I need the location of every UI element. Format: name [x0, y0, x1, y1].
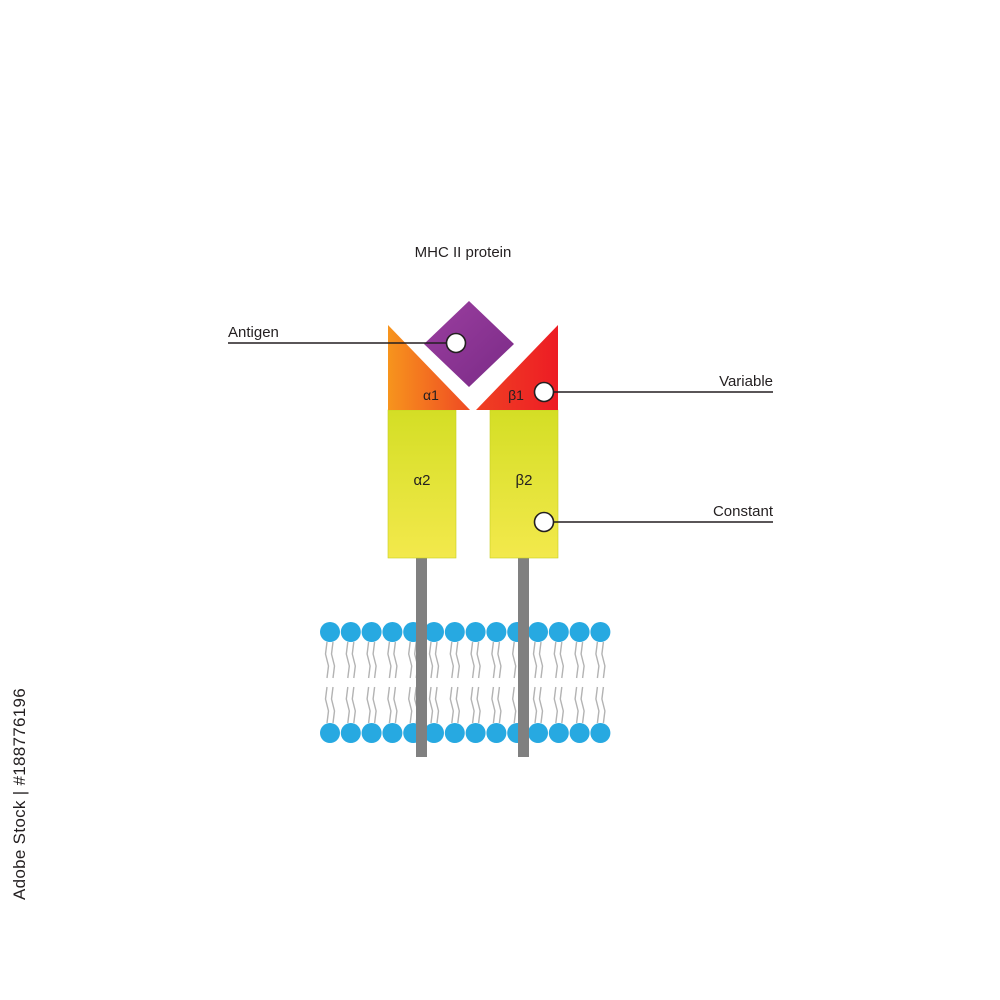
lipid-tail [560, 642, 563, 723]
lipid-tail [332, 642, 335, 723]
lipid-head [590, 622, 610, 642]
lipid-head [466, 723, 486, 743]
lipid-tail [602, 642, 605, 723]
lipid-head [549, 723, 569, 743]
lipid-tail [409, 642, 412, 723]
beta1-label: β1 [508, 387, 524, 403]
diagram-title: MHC II protein [415, 244, 512, 261]
antigen-peptide [424, 301, 514, 387]
beta2-label: β2 [516, 472, 533, 489]
alpha-transmembrane-anchor [416, 557, 427, 757]
lipid-head [549, 622, 569, 642]
lipid-head [570, 622, 590, 642]
lipid-tail [498, 642, 501, 723]
lipid-head [590, 723, 610, 743]
lipid-tail [540, 642, 543, 723]
constant-pointer-dot [535, 513, 554, 532]
lipid-tail [492, 642, 495, 723]
constant-label: Constant [713, 503, 774, 520]
alpha1-label: α1 [423, 387, 439, 403]
lipid-head [486, 723, 506, 743]
antigen-label: Antigen [228, 324, 279, 341]
lipid-tail [477, 642, 480, 723]
lipid-tail [388, 642, 391, 723]
lipid-bilayer [320, 622, 610, 743]
lipid-head [382, 622, 402, 642]
lipid-head [528, 622, 548, 642]
lipid-head [445, 723, 465, 743]
antigen-pointer-dot [447, 334, 466, 353]
lipid-head [341, 622, 361, 642]
variable-label: Variable [719, 373, 773, 390]
alpha2-label: α2 [413, 472, 430, 489]
lipid-tail [352, 642, 355, 723]
stock-image-id: Adobe Stock | #188776196 [10, 688, 30, 900]
lipid-head [362, 723, 382, 743]
lipid-tail [450, 642, 453, 723]
lipid-head [382, 723, 402, 743]
lipid-tail [394, 642, 397, 723]
lipid-tail [456, 642, 459, 723]
lipid-tail [554, 642, 557, 723]
lipid-tail [367, 642, 370, 723]
lipid-head [486, 622, 506, 642]
lipid-head [570, 723, 590, 743]
lipid-tail [373, 642, 376, 723]
variable-pointer-dot [535, 383, 554, 402]
lipid-head [528, 723, 548, 743]
beta-transmembrane-anchor [518, 557, 529, 757]
lipid-tail [575, 642, 578, 723]
lipid-tail [534, 642, 537, 723]
lipid-head [341, 723, 361, 743]
lipid-tail [596, 642, 599, 723]
lipid-head [362, 622, 382, 642]
lipid-tail [471, 642, 474, 723]
lipid-tail [346, 642, 349, 723]
lipid-head [445, 622, 465, 642]
lipid-tail [513, 642, 516, 723]
lipid-head [466, 622, 486, 642]
lipid-tail [581, 642, 584, 723]
lipid-tail [430, 642, 433, 723]
lipid-head [320, 622, 340, 642]
lipid-tail [436, 642, 439, 723]
lipid-tail [326, 642, 329, 723]
lipid-head [320, 723, 340, 743]
